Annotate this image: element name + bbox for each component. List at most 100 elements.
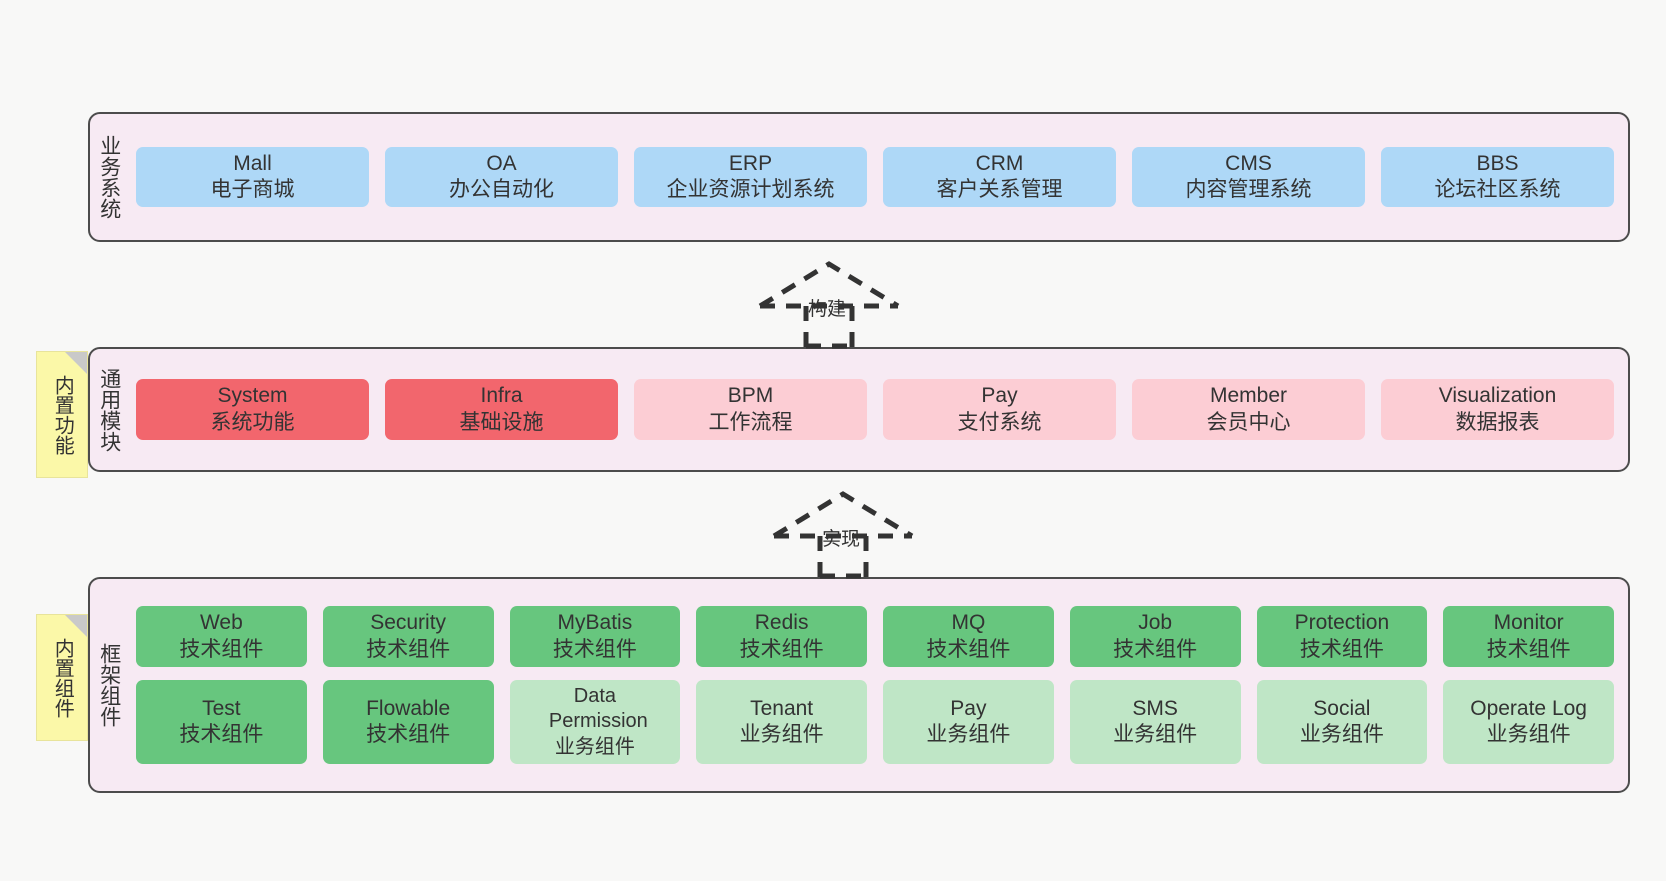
- card-title: Job: [1138, 611, 1173, 635]
- card-infra[interactable]: Infra 基础设施: [385, 379, 618, 440]
- connector-stem: [803, 306, 855, 349]
- layer-body-framework-component: Web 技术组件 Security 技术组件 MyBatis 技术组件 Redi…: [128, 579, 1628, 791]
- card-subtitle: 技术组件: [179, 722, 264, 746]
- card-subtitle: 业务组件: [554, 735, 635, 758]
- card-redis[interactable]: Redis 技术组件: [696, 606, 867, 668]
- card-title: SMS: [1132, 696, 1178, 720]
- layer-title-framework-component: 框架组件: [97, 643, 121, 727]
- card-mybatis[interactable]: MyBatis 技术组件: [509, 606, 681, 668]
- note-builtin-function: 内置功能: [36, 351, 88, 478]
- card-subtitle: 企业资源计划系统: [666, 178, 835, 201]
- card-subtitle: 内容管理系统: [1185, 178, 1312, 201]
- card-title: Member: [1209, 384, 1288, 408]
- card-web[interactable]: Web 技术组件: [136, 606, 307, 668]
- note-label: 内置功能: [51, 374, 74, 455]
- card-subtitle: 基础设施: [459, 410, 544, 434]
- card-title: BBS: [1476, 151, 1519, 175]
- layer-body-business-system: Mall 电子商城 OA 办公自动化 ERP 企业资源计划系统 CRM 客户关系…: [128, 114, 1628, 240]
- card-mall[interactable]: Mall 电子商城: [136, 146, 369, 208]
- card-title: Security: [370, 611, 447, 635]
- card-title: Data Permission: [548, 685, 648, 733]
- card-row: Mall 电子商城 OA 办公自动化 ERP 企业资源计划系统 CRM 客户关系…: [136, 146, 1614, 208]
- arrowhead-triangle-left-right: [758, 261, 900, 309]
- card-subtitle: 系统功能: [210, 410, 295, 434]
- card-subtitle: 技术组件: [1299, 637, 1384, 661]
- card-title: OA: [486, 151, 517, 175]
- card-title: Tenant: [750, 696, 814, 720]
- card-sms[interactable]: SMS 业务组件: [1069, 680, 1241, 764]
- card-system[interactable]: System 系统功能: [136, 379, 369, 440]
- card-member[interactable]: Member 会员中心: [1132, 379, 1365, 440]
- note-fold-corner: [65, 352, 87, 374]
- card-subtitle: 业务组件: [926, 722, 1011, 746]
- note-builtin-component: 内置组件: [36, 614, 88, 741]
- card-title: Mall: [233, 151, 272, 175]
- card-title: Operate Log: [1470, 696, 1587, 720]
- card-flowable[interactable]: Flowable 技术组件: [322, 680, 494, 764]
- card-subtitle: 业务组件: [1113, 722, 1198, 746]
- card-cms[interactable]: CMS 内容管理系统: [1132, 146, 1365, 208]
- card-row: Web 技术组件 Security 技术组件 MyBatis 技术组件 Redi…: [136, 606, 1614, 668]
- card-subtitle: 支付系统: [957, 410, 1042, 434]
- card-title: System: [217, 384, 288, 408]
- card-title: CMS: [1225, 151, 1272, 175]
- card-title: Test: [202, 696, 241, 720]
- card-mq[interactable]: MQ 技术组件: [883, 606, 1054, 668]
- connector-label-build: 构建: [808, 299, 847, 320]
- card-title: CRM: [975, 151, 1024, 175]
- card-subtitle: 论坛社区系统: [1434, 178, 1561, 201]
- card-title: BPM: [727, 384, 774, 408]
- card-subtitle: 会员中心: [1206, 410, 1291, 434]
- card-title: Protection: [1294, 611, 1390, 635]
- card-subtitle: 业务组件: [1299, 722, 1384, 746]
- card-subtitle: 业务组件: [739, 722, 824, 746]
- card-subtitle: 技术组件: [1486, 637, 1571, 661]
- card-crm[interactable]: CRM 客户关系管理: [883, 146, 1116, 208]
- layer-title-common-module: 通用模块: [97, 367, 121, 452]
- card-title: Pay: [950, 696, 987, 720]
- card-data-permission[interactable]: Data Permission 业务组件: [509, 680, 681, 764]
- card-bbs[interactable]: BBS 论坛社区系统: [1381, 146, 1614, 208]
- card-subtitle: 技术组件: [366, 637, 451, 661]
- note-label: 内置组件: [51, 637, 74, 718]
- card-subtitle: 工作流程: [708, 410, 793, 434]
- card-title: Web: [199, 611, 243, 635]
- card-monitor[interactable]: Monitor 技术组件: [1443, 606, 1614, 668]
- card-pay[interactable]: Pay 支付系统: [883, 379, 1116, 440]
- layer-title-business-system: 业务系统: [97, 135, 121, 219]
- card-bpm[interactable]: BPM 工作流程: [634, 379, 867, 440]
- card-tenant[interactable]: Tenant 业务组件: [696, 680, 867, 764]
- layer-body-common-module: System 系统功能 Infra 基础设施 BPM 工作流程 Pay 支付系统…: [128, 349, 1628, 470]
- card-title: Pay: [981, 384, 1018, 408]
- card-row: System 系统功能 Infra 基础设施 BPM 工作流程 Pay 支付系统…: [136, 379, 1614, 440]
- card-security[interactable]: Security 技术组件: [322, 606, 494, 668]
- card-title: MyBatis: [557, 611, 633, 635]
- card-subtitle: 客户关系管理: [936, 178, 1063, 201]
- layer-framework-component: 框架组件 Web 技术组件 Security 技术组件 MyBatis 技术组件…: [88, 577, 1630, 793]
- arrowhead-triangle-left-right: [772, 491, 914, 539]
- card-title: Visualization: [1438, 384, 1557, 408]
- connector-label-implement: 实现: [822, 529, 861, 550]
- card-pay-component[interactable]: Pay 业务组件: [883, 680, 1054, 764]
- card-subtitle: 技术组件: [739, 637, 824, 661]
- card-title: Flowable: [366, 696, 451, 720]
- card-job[interactable]: Job 技术组件: [1069, 606, 1241, 668]
- card-operate-log[interactable]: Operate Log 业务组件: [1443, 680, 1614, 764]
- card-title: Infra: [480, 384, 523, 408]
- card-row: Test 技术组件 Flowable 技术组件 Data Permission …: [136, 680, 1614, 764]
- card-oa[interactable]: OA 办公自动化: [385, 146, 618, 208]
- card-test[interactable]: Test 技术组件: [136, 680, 307, 764]
- card-title: MQ: [951, 611, 986, 635]
- card-title: Monitor: [1493, 611, 1564, 635]
- card-subtitle: 数据报表: [1455, 410, 1540, 434]
- card-subtitle: 技术组件: [179, 637, 264, 661]
- card-protection[interactable]: Protection 技术组件: [1256, 606, 1428, 668]
- card-social[interactable]: Social 业务组件: [1256, 680, 1428, 764]
- layer-business-system: 业务系统 Mall 电子商城 OA 办公自动化 ERP 企业资源计划系统 CRM…: [88, 112, 1630, 242]
- card-subtitle: 办公自动化: [449, 178, 554, 201]
- card-visualization[interactable]: Visualization 数据报表: [1381, 379, 1614, 440]
- card-erp[interactable]: ERP 企业资源计划系统: [634, 146, 867, 208]
- layer-common-module: 通用模块 System 系统功能 Infra 基础设施 BPM 工作流程 Pay…: [88, 347, 1630, 472]
- card-subtitle: 电子商城: [210, 178, 295, 201]
- card-subtitle: 技术组件: [552, 637, 637, 661]
